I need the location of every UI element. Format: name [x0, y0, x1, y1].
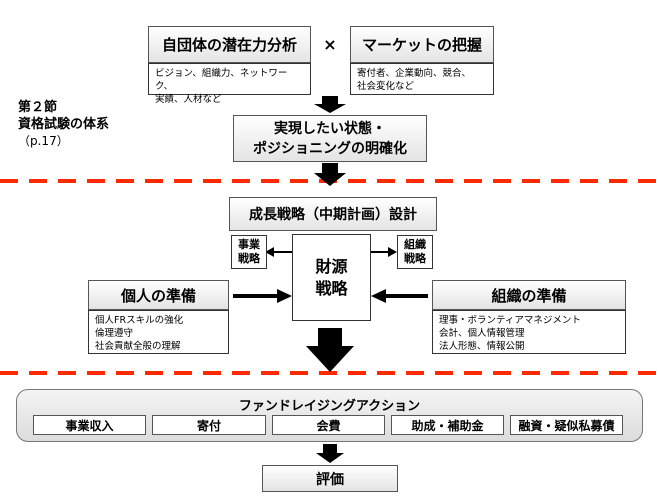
positioning-box: 実現したい状態・ ポジショニングの明確化: [233, 115, 427, 162]
fundraising-item-business-income: 事業収入: [33, 415, 146, 435]
fundraising-item-grants: 助成・補助金: [391, 415, 504, 435]
business-strategy-box: 事業 戦略: [231, 235, 267, 269]
fundraising-item-membership: 会費: [272, 415, 385, 435]
section-page-ref: （p.17）: [18, 134, 69, 148]
arrow-down-3: [306, 328, 354, 372]
section-heading: 第２節 資格試験の体系 （p.17）: [18, 99, 148, 150]
arrow-down-1: [314, 96, 346, 113]
growth-strategy-title: 成長戦略（中期計画）設計: [229, 197, 437, 231]
fundraising-item-donation: 寄付: [152, 415, 266, 435]
arrow-down-2: [314, 163, 346, 186]
arrow-down-4: [316, 444, 344, 463]
potential-analysis-title: 自団体の潜在力分析: [148, 26, 311, 63]
org-prep-detail: 理事・ボランティアマネジメント 会計、個人情報管理 法人形態、情報公開: [432, 310, 626, 354]
personal-prep-detail: 個人FRスキルの強化 倫理遵守 社会貢献全般の理解: [88, 310, 229, 354]
organization-strategy-box: 組織 戦略: [397, 235, 433, 269]
evaluation-box: 評価: [262, 465, 398, 492]
financial-strategy-box: 財源 戦略: [292, 234, 371, 321]
fundraising-item-loans: 融資・疑似私募債: [510, 415, 623, 435]
org-prep-title: 組織の準備: [432, 280, 626, 310]
market-detail: 寄付者、企業動向、競合、 社会変化など: [350, 63, 494, 95]
section-title: 資格試験の体系: [18, 117, 110, 132]
market-title: マーケットの把握: [350, 26, 494, 63]
potential-analysis-detail: ビジョン、組織力、ネットワーク、 実績、人材など: [148, 63, 311, 105]
personal-prep-title: 個人の準備: [88, 280, 229, 310]
fundraising-action-title: ファンドレイジングアクション: [238, 399, 421, 414]
times-symbol: ×: [323, 34, 337, 54]
section-number: 第２節: [18, 100, 58, 115]
